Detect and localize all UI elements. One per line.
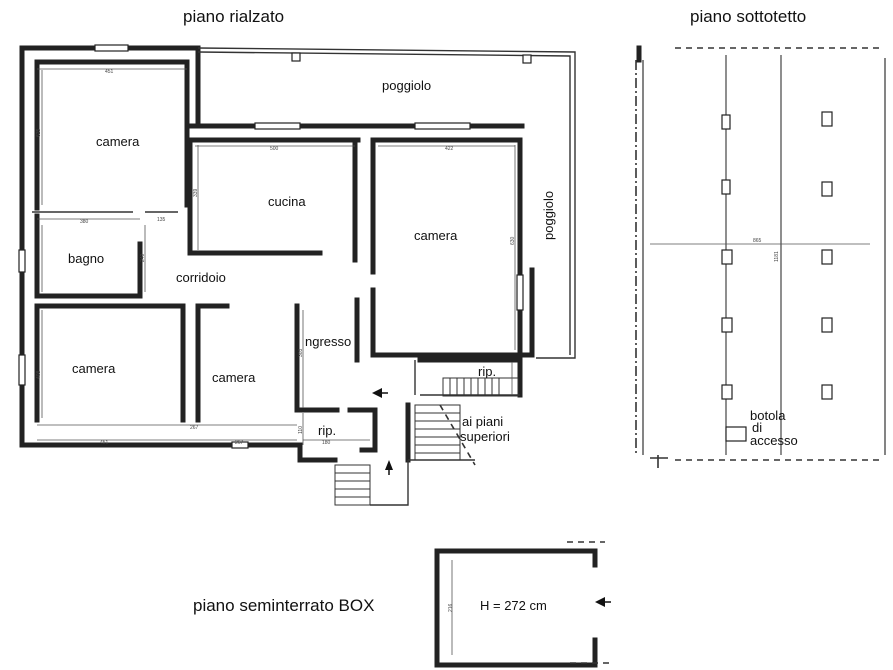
dim-267: 267 bbox=[190, 425, 199, 431]
dim-625: 625 bbox=[36, 128, 42, 137]
dim-380: 380 bbox=[80, 219, 89, 225]
dim-451-bottom: 451 bbox=[100, 440, 109, 446]
dimension-values: 451 500 422 380 135 267 451 267 180 625 … bbox=[36, 69, 516, 446]
dim-500: 500 bbox=[270, 146, 279, 152]
room-labels: camera bagno cucina camera poggiolo pogg… bbox=[68, 78, 556, 444]
dim-339: 339 bbox=[193, 188, 199, 197]
stairs-note-line-2: superiori bbox=[460, 429, 510, 444]
room-poggiolo-side: poggiolo bbox=[541, 191, 556, 240]
dim-865: 865 bbox=[753, 238, 762, 244]
stairs-note-line-1: ai piani bbox=[462, 414, 503, 429]
ground-floor-windows bbox=[18, 44, 532, 449]
dim-1181: 1181 bbox=[774, 251, 780, 262]
attic-floor-walls: 865 1181 botola di accesso bbox=[635, 45, 886, 468]
dim-180: 180 bbox=[322, 440, 331, 446]
room-rip-upper: rip. bbox=[478, 364, 496, 379]
basement-box: 216 H = 272 cm bbox=[434, 541, 611, 668]
dim-110: 110 bbox=[298, 426, 304, 434]
stairs bbox=[334, 377, 519, 506]
entrance-arrow-icon bbox=[385, 460, 393, 475]
dim-422: 422 bbox=[445, 146, 454, 152]
dim-267-b: 267 bbox=[235, 440, 244, 446]
botola-line-1: botola bbox=[750, 408, 786, 423]
room-bagno: bagno bbox=[68, 251, 104, 266]
ground-floor-walls bbox=[19, 45, 576, 463]
room-camera-sw: camera bbox=[72, 361, 116, 376]
room-cucina: cucina bbox=[268, 194, 306, 209]
room-ingresso: ngresso bbox=[305, 334, 351, 349]
room-corridoio: corridoio bbox=[176, 270, 226, 285]
title-ground-floor: piano rialzato bbox=[183, 7, 284, 26]
title-basement-floor: piano seminterrato BOX bbox=[193, 596, 374, 615]
dim-216: 216 bbox=[448, 603, 454, 612]
title-attic-floor: piano sottotetto bbox=[690, 7, 806, 26]
dim-451-top: 451 bbox=[105, 69, 114, 75]
box-height: H = 272 cm bbox=[480, 598, 547, 613]
dimension-lines bbox=[37, 68, 516, 445]
botola-line-3: accesso bbox=[750, 433, 798, 448]
room-poggiolo-top: poggiolo bbox=[382, 78, 431, 93]
botola-line-2: di bbox=[752, 420, 762, 435]
room-camera-s: camera bbox=[212, 370, 256, 385]
room-rip-lower: rip. bbox=[318, 423, 336, 438]
room-camera-ne: camera bbox=[414, 228, 458, 243]
box-arrow-icon bbox=[595, 597, 611, 607]
dim-135: 135 bbox=[157, 217, 166, 223]
dim-303: 303 bbox=[298, 348, 304, 357]
dim-630: 630 bbox=[510, 236, 516, 245]
dim-408: 408 bbox=[36, 370, 42, 379]
compass-arrow-icon bbox=[372, 388, 388, 398]
room-camera-nw: camera bbox=[96, 134, 140, 149]
dim-240: 240 bbox=[140, 253, 146, 262]
